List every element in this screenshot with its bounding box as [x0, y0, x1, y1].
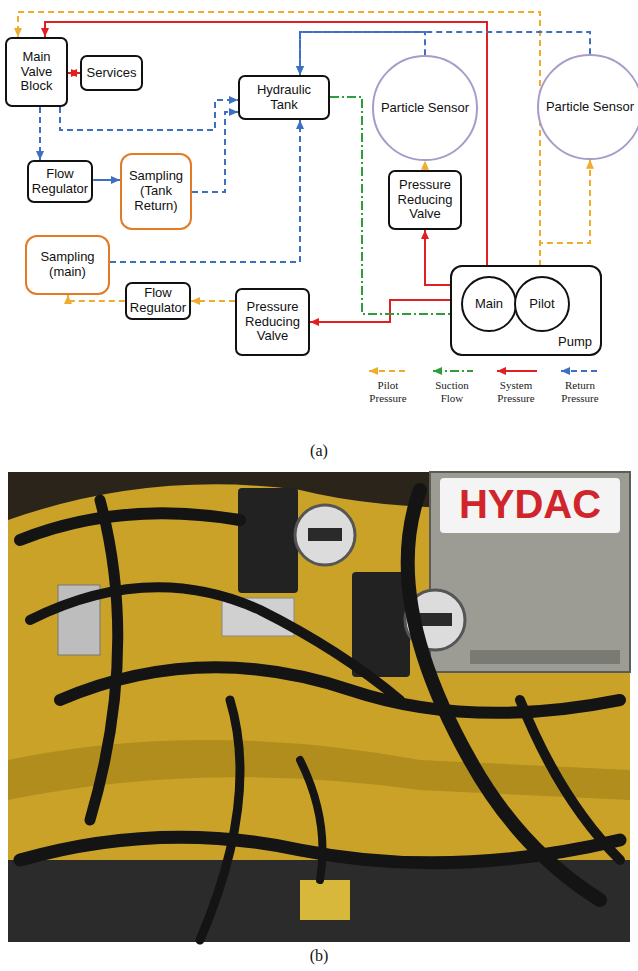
- node-text: Pump: [558, 335, 592, 350]
- legend-sample: [365, 366, 411, 376]
- flow-connector: [110, 120, 300, 262]
- node-text: Flow Regulator: [130, 286, 186, 316]
- node-text: Main Valve Block: [10, 50, 63, 95]
- process-box: Services: [80, 55, 143, 91]
- legend-item: Return Pressure: [548, 366, 612, 405]
- regulator-box: Flow Regulator: [125, 282, 191, 320]
- sensor-block: [238, 488, 298, 593]
- node-text: Particle Sensor: [546, 100, 634, 115]
- panel-label: (b): [279, 946, 359, 965]
- sensor-block: [352, 572, 410, 677]
- node-text: Pressure Reducing Valve: [393, 178, 457, 223]
- legend-sample: [557, 366, 603, 376]
- legend-sample: [429, 366, 475, 376]
- flow-connector: [424, 161, 426, 170]
- legend-item: System Pressure: [484, 366, 548, 405]
- node-text: Pressure Reducing Valve: [240, 300, 305, 345]
- photo-shape: [200, 700, 240, 940]
- node-text: Sampling (Tank Return): [125, 169, 187, 214]
- legend-line: [561, 370, 601, 372]
- legend-line: [497, 370, 537, 372]
- flow-connector: [60, 100, 238, 130]
- flow-connector: [310, 300, 461, 322]
- node-text: Hydraulic Tank: [243, 83, 325, 113]
- legend-text: Pilot Pressure: [361, 379, 415, 405]
- photo-shape: [408, 490, 600, 900]
- pump-circle: Main: [461, 276, 517, 332]
- pump-box: Pump Main Pilot: [450, 265, 602, 356]
- hoses: [20, 490, 620, 940]
- flow-connector: [68, 72, 80, 74]
- tank-box: Hydraulic Tank: [238, 75, 330, 120]
- flow-connector: [192, 112, 238, 192]
- hydac-housing: [430, 472, 630, 672]
- legend-item: Suction Flow: [420, 366, 484, 405]
- yellow-panel: [8, 472, 630, 942]
- sensor-gauge: [295, 505, 355, 565]
- legend-text: Suction Flow: [425, 379, 479, 405]
- node-text: Flow Regulator: [32, 167, 88, 197]
- valve-box: Pressure Reducing Valve: [388, 170, 462, 230]
- sampling-box: Sampling (main): [25, 235, 110, 295]
- sampling-box: Sampling (Tank Return): [120, 153, 192, 230]
- legend-item: Pilot Pressure: [356, 366, 420, 405]
- pump-circle: Pilot: [514, 276, 570, 332]
- photo-shape: [520, 700, 620, 860]
- node-text: Main: [475, 297, 503, 312]
- node-text: Pilot: [529, 297, 554, 312]
- flow-connector: [45, 22, 487, 276]
- legend-line: [433, 370, 473, 372]
- flow-connector: [39, 107, 41, 160]
- brand-name: HYDAC: [440, 480, 620, 528]
- node-text: Services: [87, 66, 137, 81]
- valve-block: Main Valve Block: [5, 37, 68, 107]
- legend-line: [369, 370, 409, 372]
- photo-shape: [20, 513, 240, 540]
- node-text: Particle Sensor: [381, 101, 469, 116]
- housing-glands: [470, 650, 620, 664]
- photo-shape: [90, 500, 118, 820]
- flow-connector: [93, 179, 120, 181]
- legend-text: System Pressure: [489, 379, 543, 405]
- photo-shape: [300, 760, 323, 880]
- sensor-circle: Particle Sensor: [537, 54, 638, 160]
- legend-text: Return Pressure: [553, 379, 607, 405]
- valve-box: Pressure Reducing Valve: [235, 288, 310, 356]
- flow-connector: [191, 300, 235, 302]
- legend-sample: [493, 366, 539, 376]
- gauge-display: [418, 613, 452, 626]
- gauge-display: [308, 528, 342, 541]
- flow-connector: [68, 295, 125, 301]
- regulator-box: Flow Regulator: [27, 160, 93, 203]
- lower-fitting: [300, 880, 350, 920]
- flow-connector: [540, 160, 590, 276]
- hydac-plate: [440, 478, 620, 533]
- sensor-circle: Particle Sensor: [372, 55, 478, 161]
- photo-shape: [60, 667, 620, 713]
- node-text: Sampling (main): [30, 250, 105, 280]
- panel-label: (a): [279, 441, 359, 460]
